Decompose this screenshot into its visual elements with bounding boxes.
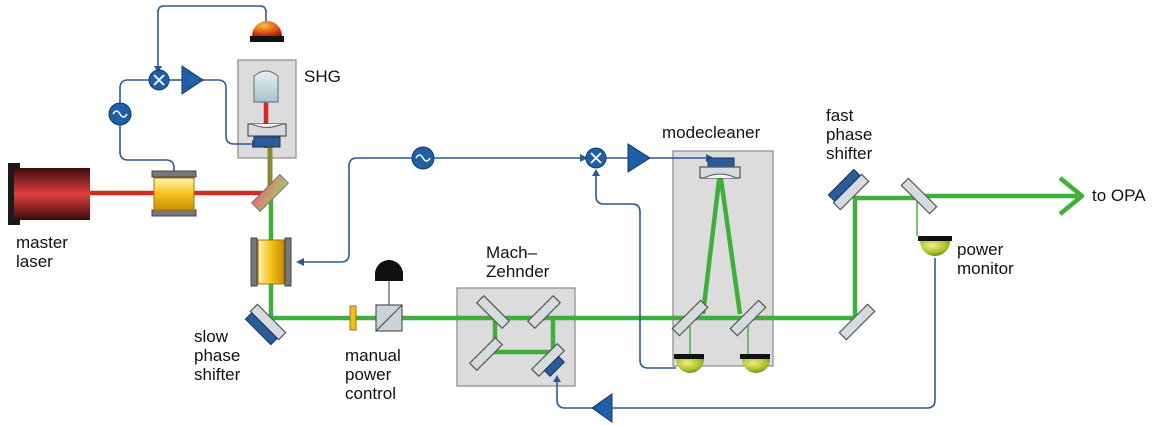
waveplate — [349, 305, 357, 331]
control-lines — [119, 5, 936, 409]
mirror-mz-3 — [468, 336, 504, 372]
oscillator-shg — [108, 102, 132, 126]
mirror-fast-phase-shifter — [827, 168, 870, 211]
dichroic-mirror — [250, 173, 290, 213]
label-manual-power-control: manual power control — [345, 346, 401, 403]
polarizing-beam-splitter — [375, 304, 403, 332]
label-slow-phase-shifter: slow phase shifter — [194, 327, 241, 384]
mirror-mz-2 — [526, 294, 562, 330]
modecleaner-detector-right — [740, 324, 770, 373]
shg-lens — [253, 70, 279, 103]
faraday-isolator — [151, 170, 197, 217]
shg-photodetector — [250, 21, 284, 42]
mirror-after-modecleaner — [838, 303, 876, 341]
amplifier-power — [591, 393, 613, 423]
pickoff-mirror — [900, 177, 938, 215]
modecleaner-detector-left — [674, 324, 704, 373]
phase-modulator — [250, 237, 292, 287]
amplifier-shg — [181, 65, 204, 95]
label-power-monitor: power monitor — [957, 240, 1014, 278]
mixer-modecleaner — [585, 147, 607, 169]
amplifier-modecleaner — [627, 143, 651, 173]
power-monitor-detector — [918, 236, 952, 256]
oscillator-modecleaner — [411, 146, 435, 170]
label-master-laser: master laser — [16, 233, 68, 271]
label-mach-zehnder: Mach– Zehnder — [486, 243, 550, 281]
label-to-opa: to OPA — [1092, 186, 1146, 205]
label-shg: SHG — [304, 67, 341, 86]
mirror-slow-phase-shifter — [244, 303, 287, 346]
shg-cavity-mirror — [247, 123, 287, 148]
mirror-mz-1 — [475, 294, 511, 330]
mixer-shg — [148, 69, 170, 91]
master-laser — [8, 163, 90, 225]
label-fast-phase-shifter: fast phase shifter — [826, 106, 873, 163]
mirror-modecleaner-in — [671, 299, 709, 337]
label-modecleaner: modecleaner — [662, 123, 761, 142]
mirror-mz-4 — [530, 342, 566, 378]
modecleaner-curved-mirror — [699, 157, 741, 179]
beam-dump — [375, 260, 403, 281]
mirror-modecleaner-out — [729, 299, 767, 337]
